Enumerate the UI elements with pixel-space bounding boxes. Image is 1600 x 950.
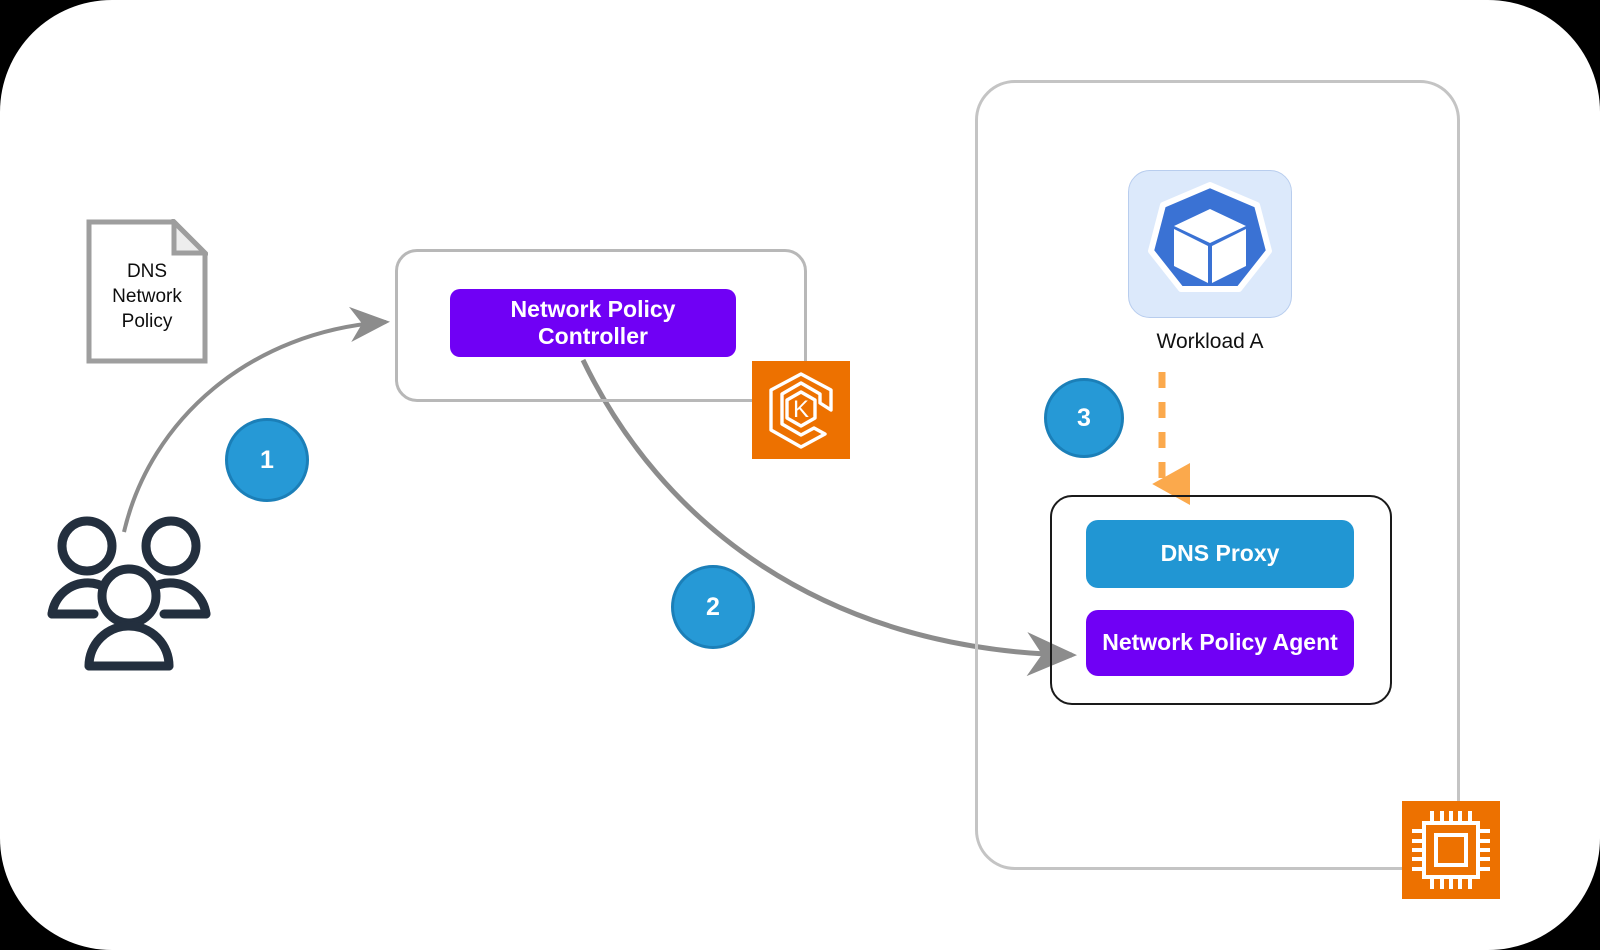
ec2-service-tile — [1402, 801, 1500, 899]
network-policy-agent-chip[interactable]: Network Policy Agent — [1086, 610, 1354, 676]
eks-logo-icon: K — [769, 372, 833, 449]
step-badge-3: 3 — [1044, 378, 1124, 458]
users-group-icon — [47, 516, 211, 671]
svg-text:K: K — [793, 396, 809, 423]
network-policy-controller-label-line-2: Controller — [538, 323, 648, 349]
ec2-chip-icon — [1412, 811, 1490, 889]
document-page-icon — [86, 215, 212, 364]
document-label: DNS Network Policy — [86, 259, 208, 334]
dns-network-policy-document: DNS Network Policy — [86, 215, 212, 364]
control-plane-boundary — [395, 249, 807, 402]
dns-proxy-chip[interactable]: DNS Proxy — [1086, 520, 1354, 588]
step-badge-2: 2 — [671, 565, 755, 649]
workload-a-label: Workload A — [1156, 330, 1264, 353]
document-label-line-3: Policy — [121, 311, 173, 332]
kubernetes-pod-icon — [1148, 182, 1272, 292]
eks-cluster-boundary — [975, 80, 1460, 870]
network-policy-controller-chip[interactable]: Network Policy Controller — [450, 289, 736, 357]
step-badge-1: 1 — [225, 418, 309, 502]
document-label-line-1: DNS — [126, 261, 168, 282]
kubernetes-pod-tile — [1128, 170, 1292, 318]
node-boundary — [1050, 495, 1392, 705]
eks-service-tile: K — [752, 361, 850, 459]
document-label-line-2: Network — [112, 286, 182, 307]
users-group — [44, 508, 216, 680]
workload-a-node: Workload A — [1128, 170, 1292, 366]
network-policy-controller-label-line-1: Network Policy — [510, 295, 676, 322]
